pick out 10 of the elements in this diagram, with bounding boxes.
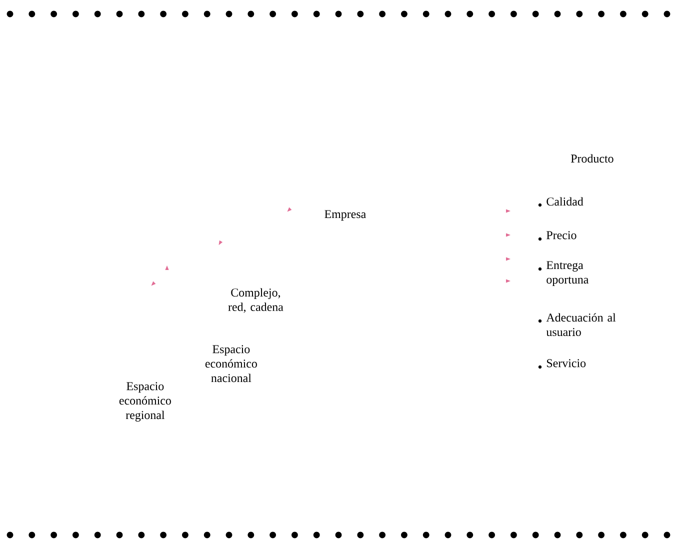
label: Empresa — [324, 210, 366, 221]
list-item: Servicio — [538, 359, 586, 369]
heading: Producto — [570, 154, 614, 163]
list-item: Calidad — [538, 197, 584, 207]
label: Espacio económico regional — [119, 382, 171, 422]
list-item: Precio — [538, 231, 576, 241]
list-item: Adecuación al usuario — [538, 313, 616, 336]
label: Espacio económico nacional — [205, 345, 257, 382]
label: Complejo, red, cadena — [228, 288, 284, 313]
list-item: Entrega oportuna — [538, 261, 589, 286]
